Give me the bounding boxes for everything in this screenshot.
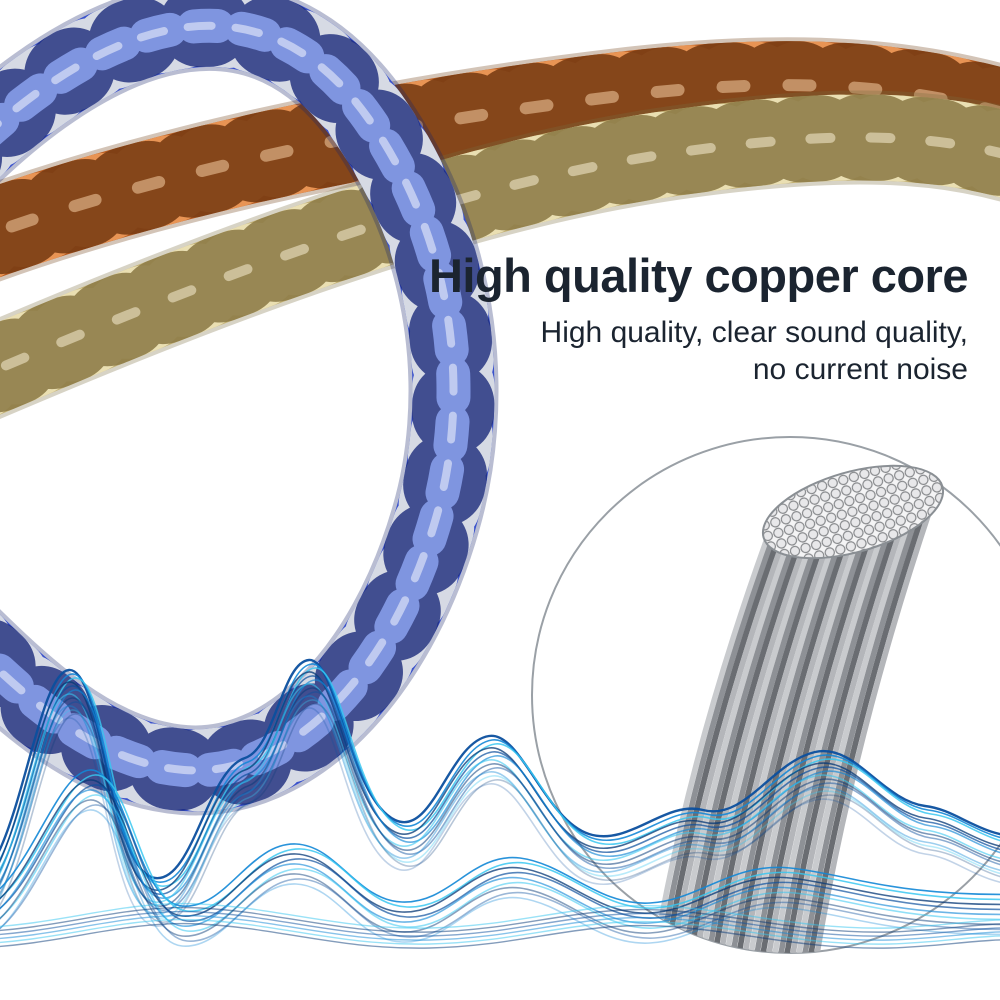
headline-subtitle-line1: High quality, clear sound quality, (540, 316, 968, 349)
wire-strand (751, 503, 878, 953)
headline-subtitle-line2: no current noise (752, 352, 968, 386)
wire-strand (757, 501, 884, 953)
wire-strand (727, 510, 853, 953)
wire-strand (793, 490, 922, 953)
wire-strand (787, 492, 916, 953)
headline: High quality copper core High quality, c… (428, 248, 969, 388)
headline-title: High quality copper core (428, 249, 969, 302)
wire-strand (769, 498, 897, 953)
wire-cross-section (761, 464, 945, 560)
wire-strand (763, 499, 891, 953)
wire-strand (799, 488, 929, 953)
wire-strand (691, 522, 815, 953)
wire-strand (745, 505, 872, 953)
wire-strand (661, 531, 784, 953)
wire-strand (673, 527, 796, 953)
wire-strand (715, 514, 840, 953)
